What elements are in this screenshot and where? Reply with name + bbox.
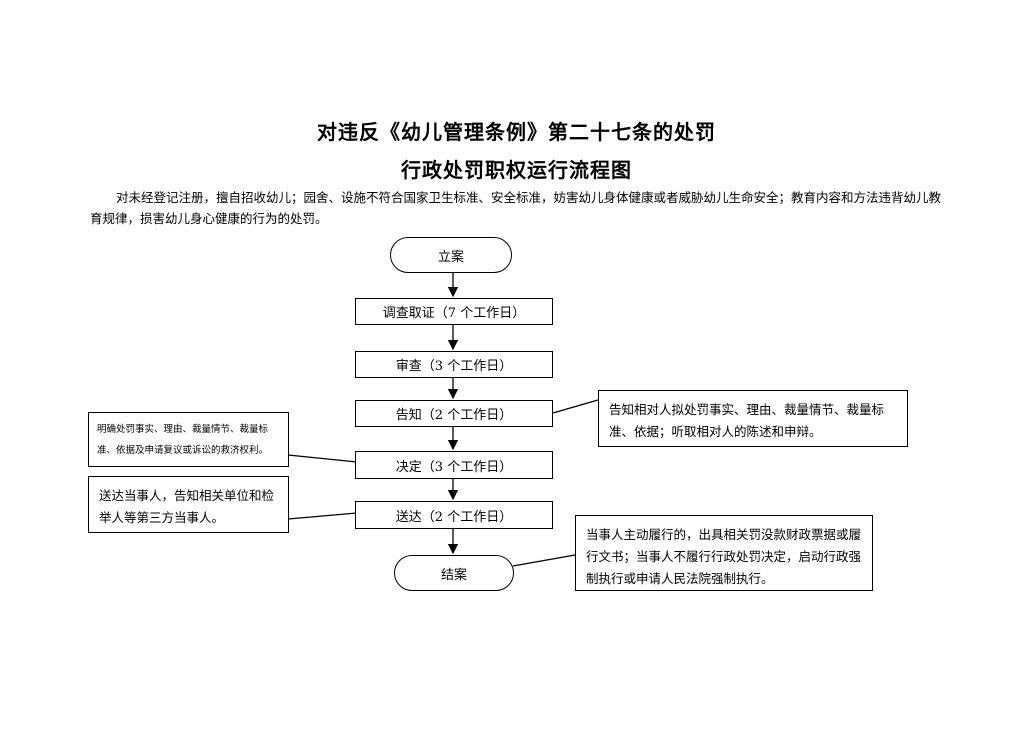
diagram-title-line2: 行政处罚职权运行流程图 <box>401 158 632 182</box>
note-inform: 告知相对人拟处罚事实、理由、裁量情节、裁量标准、依据；听取相对人的陈述和申辩。 <box>598 390 908 447</box>
step-investigate: 调查取证（7 个工作日） <box>355 298 553 325</box>
connector-inform-note <box>552 399 599 414</box>
step-deliver: 送达（2 个工作日） <box>355 501 553 529</box>
end-node: 结案 <box>394 555 514 591</box>
connector-decide-note <box>287 454 358 463</box>
note-decide: 明确处罚事实、理由、裁量情节、裁量标准、依据及申请复议或诉讼的救济权利。 <box>88 412 289 467</box>
start-node: 立案 <box>390 237 512 273</box>
connector-close-note <box>512 554 576 567</box>
description-paragraph: 对未经登记注册，擅自招收幼儿；园舍、设施不符合国家卫生标准、安全标准，妨害幼儿身… <box>90 190 942 226</box>
note-close: 当事人主动履行的，出具相关罚没款财政票据或履行文书；当事人不履行行政处罚决定，启… <box>575 515 873 591</box>
step-review: 审查（3 个工作日） <box>355 351 553 378</box>
step-inform: 告知（2 个工作日） <box>355 400 553 427</box>
diagram-title-line1: 对违反《幼儿管理条例》第二十七条的处罚 <box>317 120 716 144</box>
step-decide: 决定（3 个工作日） <box>355 451 553 479</box>
note-deliver: 送达当事人，告知相关单位和检举人等第三方当事人。 <box>88 476 289 533</box>
connector-deliver-note <box>287 512 358 520</box>
